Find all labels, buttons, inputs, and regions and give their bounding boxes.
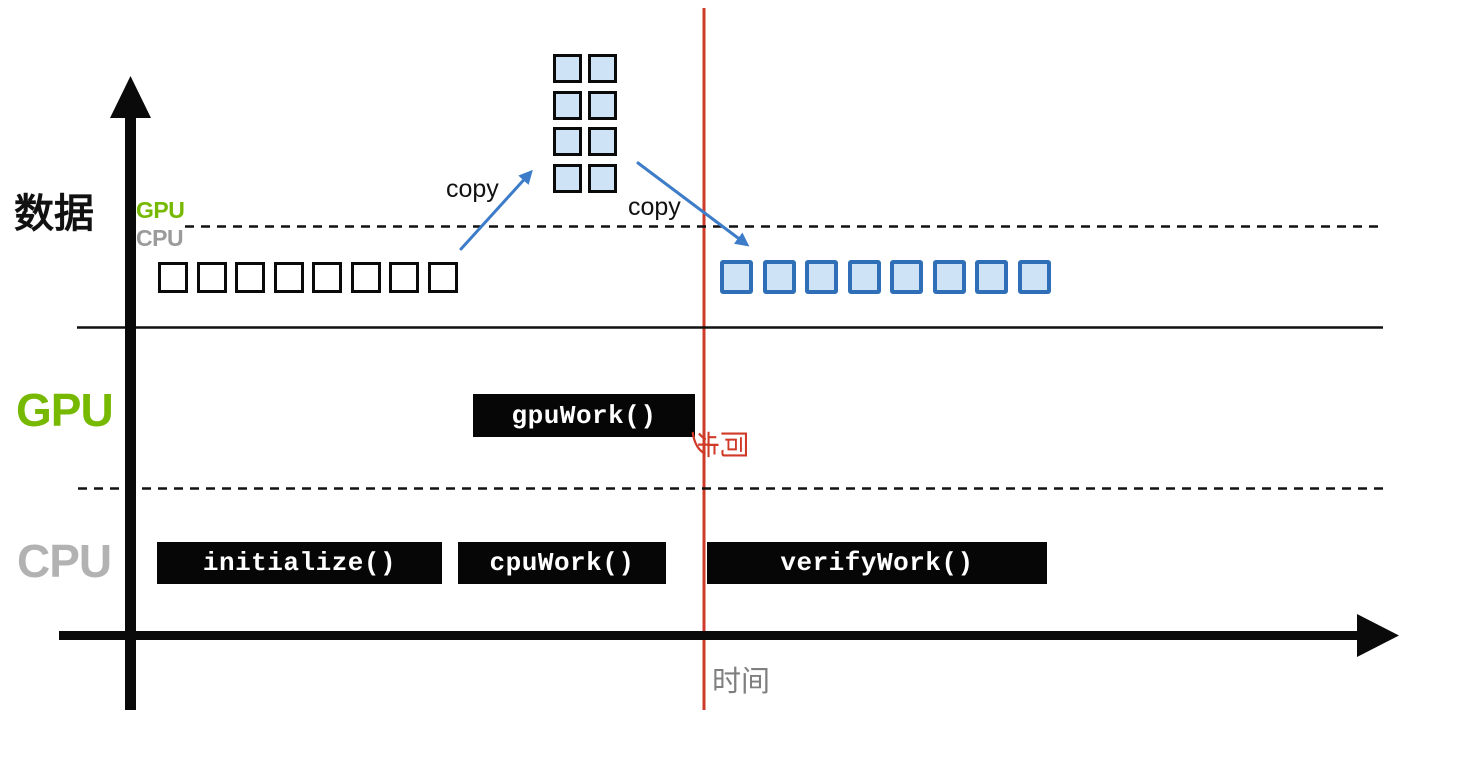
cpu-memory-label: CPU: [136, 225, 184, 251]
memory-cell: [890, 260, 923, 294]
memory-cell: [350, 262, 381, 293]
bar-gpuwork: gpuWork(): [473, 394, 695, 437]
memory-cell: [427, 262, 458, 293]
host-array: [158, 262, 458, 293]
memory-cell: [553, 127, 582, 156]
cpu-lane-label: CPU: [17, 535, 112, 587]
gpu-memory-label: GPU: [136, 197, 185, 223]
bar-cpuwork: cpuWork(): [458, 542, 666, 584]
memory-cell: [805, 260, 838, 294]
memory-cell: [158, 262, 188, 293]
memory-cell: [588, 54, 617, 83]
memory-cell: [720, 260, 753, 294]
device-array: [553, 54, 617, 193]
memory-cell: [273, 262, 304, 293]
copy-to-host-arrow-icon: [636, 161, 750, 247]
memory-cell: [553, 163, 582, 193]
memory-cell: [588, 127, 617, 156]
copy-to-host-label: copy: [628, 193, 681, 221]
memory-cell: [1017, 260, 1051, 294]
copy-to-device-arrow-icon: [459, 169, 533, 251]
memory-cell: [932, 260, 966, 294]
copy-to-device-label: copy: [446, 175, 499, 203]
memory-cell: [762, 260, 796, 294]
memory-cell: [588, 90, 617, 120]
bar-initialize: initialize(): [157, 542, 442, 584]
memory-cell: [235, 262, 265, 293]
y-axis-arrowhead-icon: [110, 76, 151, 118]
memory-cell: [588, 163, 617, 193]
result-array: [720, 260, 1051, 294]
memory-cell: [553, 90, 582, 120]
memory-cell: [553, 54, 582, 83]
sync-label: 同步: [687, 429, 749, 462]
gpu-lane-label: GPU: [16, 384, 114, 436]
bar-verifywork: verifyWork(): [707, 542, 1047, 584]
memory-cell: [196, 262, 227, 293]
data-lane-label: 数据: [14, 192, 94, 236]
time-axis-label: 时间: [712, 666, 771, 698]
memory-cell: [975, 260, 1008, 294]
memory-cell: [389, 262, 419, 293]
memory-cell: [847, 260, 881, 294]
memory-cell: [312, 262, 342, 293]
x-axis-arrowhead-icon: [1357, 614, 1399, 657]
